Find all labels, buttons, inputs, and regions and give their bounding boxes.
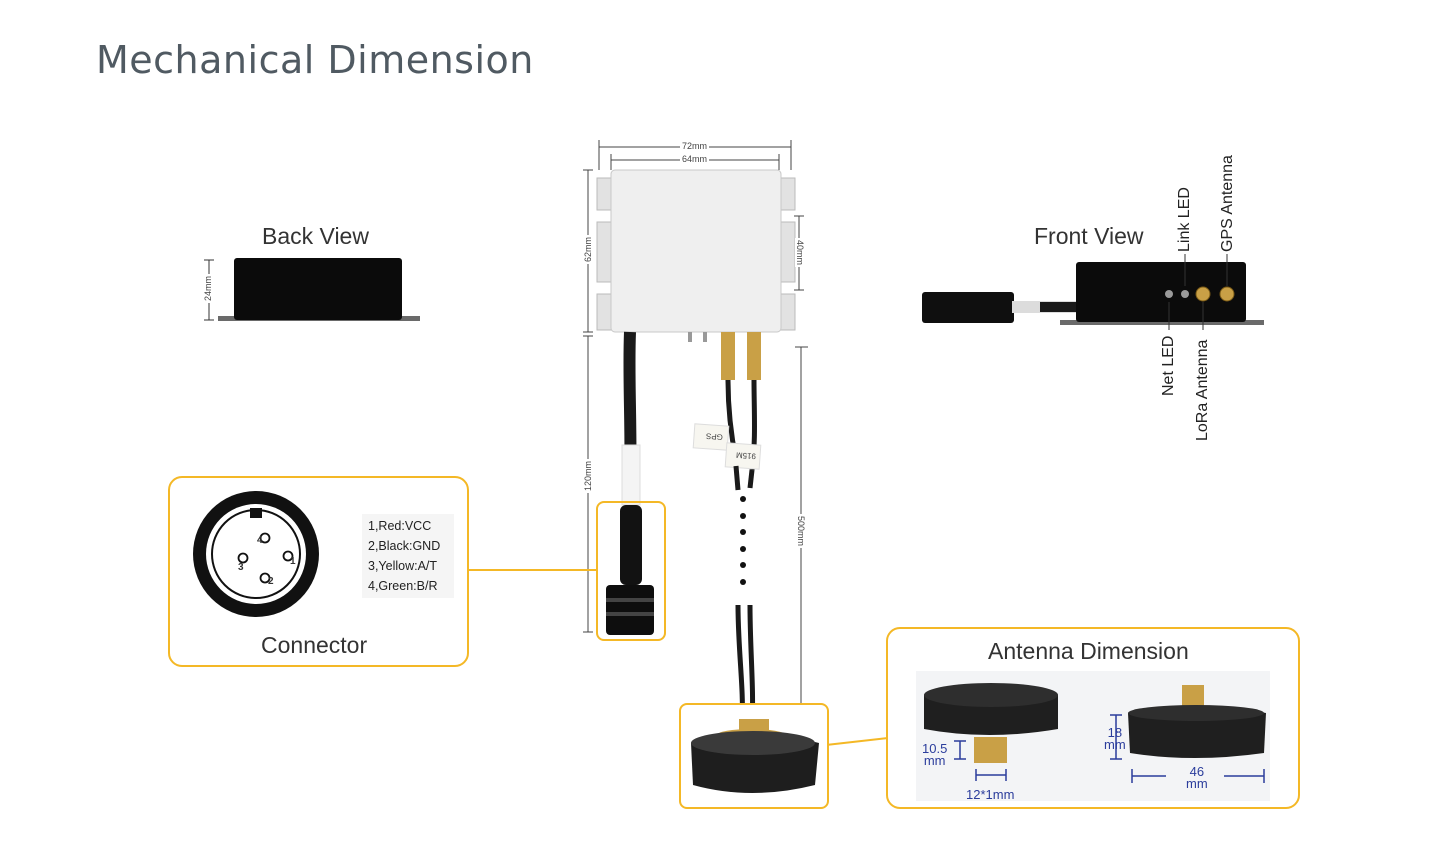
pin-list: 1,Red:VCC 2,Black:GND 3,Yellow:A/T 4,Gre… [362,514,454,598]
antenna-diameter-unit: mm [1186,776,1208,791]
main-device [583,140,808,734]
thread-spec-dim: 12*1mm [966,787,1015,802]
connector-label: Connector [261,632,368,658]
connector-highlight [596,501,666,641]
antenna-dimension-label: Antenna Dimension [988,638,1189,664]
dim-cable-length: 120mm [583,458,593,493]
connector-pinout-icon [193,491,319,617]
antenna-diameter-value: 46 [1189,764,1205,779]
dim-height: 62mm [583,234,593,264]
lora-tag: 915M [735,450,757,461]
page-title: Mechanical Dimension [96,38,534,82]
pin-item: 3,Yellow:A/T [368,559,438,573]
antenna-height-unit: mm [1104,737,1126,752]
antenna-height-dim: 18 mm [1104,725,1126,752]
thread-length-value: 10.5 [922,741,948,756]
gps-tag: GPS [705,431,724,442]
pin-number-2: 2 [268,576,274,587]
power-cable [606,331,654,635]
antenna-diameter-dim: 46 mm [1186,764,1208,791]
dim-inner-width: 64mm [680,154,710,164]
antenna-drawings [924,683,1266,783]
gps-antenna-label: GPS Antenna [1219,155,1236,252]
net-led-label: Net LED [1160,335,1177,396]
pin-number-4: 4 [257,535,263,546]
dim-outer-width: 72mm [680,141,710,151]
back-view-label: Back View [262,223,369,249]
antenna-height-value: 18 [1107,725,1123,740]
back-view-device [204,258,420,321]
pin-number-1: 1 [290,556,296,567]
antenna-callout-line [825,737,889,746]
link-led-label: Link LED [1176,187,1193,252]
antenna-highlight [679,703,829,809]
antenna-cables [688,332,762,723]
connector-callout: 4 1 2 3 1,Red:VCC 2,Black:GND 3,Yellow:A… [168,476,469,667]
pin-item: 1,Red:VCC [368,519,432,533]
dim-mount-gap: 40mm [795,238,805,268]
thread-length-unit: mm [923,753,946,768]
thread-length-dim: 10.5 mm [922,741,948,768]
pin-item: 4,Green:B/R [368,579,438,593]
pin-item: 2,Black:GND [368,539,441,553]
antenna-dimension-callout: Antenna Dimension 10.5 mm 12*1mm 18 mm 4… [886,627,1300,809]
front-view-device [922,254,1264,330]
back-view-height: 24mm [203,273,213,303]
pin-number-3: 3 [238,562,244,573]
lora-antenna-label: LoRa Antenna [1194,339,1211,441]
front-view-label: Front View [1034,223,1144,249]
dim-antenna-cable: 500mm [796,514,806,549]
